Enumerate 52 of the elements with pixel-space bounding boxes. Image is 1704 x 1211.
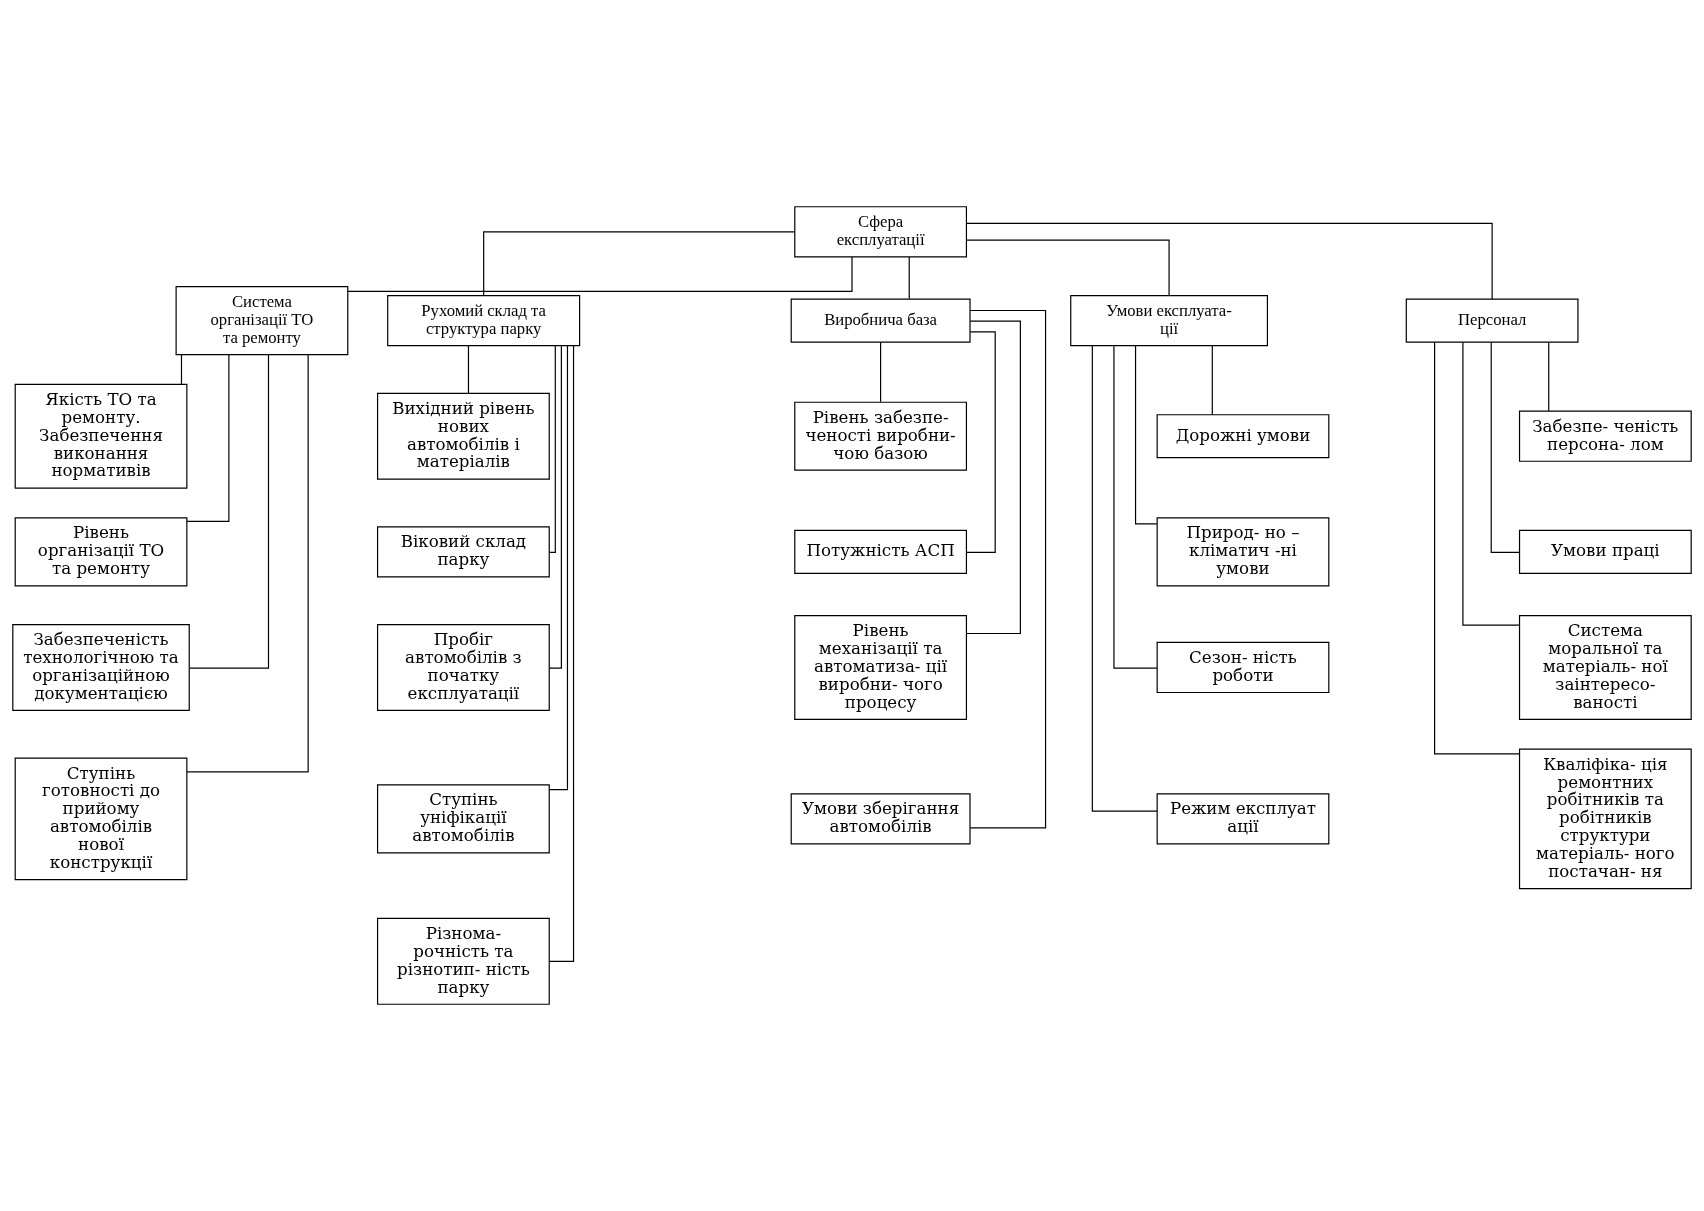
node-box: Режим експлуат ації — [1156, 793, 1330, 845]
node-box: Умови зберігання автомобілів — [790, 793, 971, 845]
connector — [186, 354, 309, 773]
node-box: Умови праці — [1518, 529, 1692, 574]
node-box: Якість ТО та ремонту. Забезпечення виконання нормативів — [14, 383, 188, 489]
node-box: Потужність АСП — [794, 529, 968, 574]
node-box: Кваліфіка- ція ремонтних робітників та робітників структури матеріаль- ного постачан- ня — [1518, 748, 1692, 890]
node-box: Рухомий склад та структура парку — [387, 294, 581, 347]
connector — [483, 231, 796, 296]
connector — [1113, 345, 1158, 669]
node-box: Дорожні умови — [1156, 414, 1330, 459]
connector — [1434, 341, 1521, 755]
connector — [347, 256, 853, 292]
connector — [966, 222, 1493, 300]
node-box: Різнома- рочність та різнотип- ність парку — [376, 917, 550, 1005]
connector — [1091, 345, 1158, 812]
connector — [880, 341, 882, 403]
node-box: Рівень механізації та автоматиза- ції виробни- чого процесу — [794, 615, 968, 720]
node-box: Рівень організації ТО та ремонту — [14, 517, 188, 587]
connector — [908, 256, 910, 300]
connector — [1548, 341, 1550, 412]
connector — [186, 354, 230, 523]
connector — [969, 309, 1047, 829]
node-box: Персонал — [1405, 298, 1579, 343]
node-box: Забезпеченість технологічною та організаційною документацією — [12, 623, 190, 711]
connector — [966, 331, 996, 554]
connector — [189, 354, 270, 669]
connector — [1462, 341, 1520, 626]
node-box: Віковий склад парку — [376, 526, 550, 578]
node-box: Система моральної та матеріаль- ної заінтересо- ваності — [1518, 615, 1692, 720]
node-box: Природ- но – кліматич -ні умови — [1156, 517, 1330, 587]
node-box: Умови експлуата- ції — [1070, 294, 1268, 347]
node-box: Пробіг автомобілів з початку експлуатації — [376, 623, 550, 711]
connector — [966, 320, 1021, 635]
node-box: Ступінь готовності до прийому автомобілів нової конструкції — [14, 757, 188, 881]
connector — [548, 345, 562, 669]
node-box: Сезон- ність роботи — [1156, 641, 1330, 694]
connector — [549, 345, 575, 962]
connector — [548, 345, 569, 791]
node-box: Ступінь уніфікації автомобілів — [376, 784, 550, 854]
node-box: Виробнича база — [790, 298, 971, 343]
connector — [966, 239, 1170, 296]
node-box: Забезпе- ченість персона- лом — [1518, 410, 1692, 462]
node-box: Сфера експлуатації — [794, 206, 968, 258]
connector — [180, 354, 183, 385]
connector — [1211, 345, 1213, 416]
connector — [1490, 341, 1521, 554]
node-box: Система організації ТО та ремонту — [175, 286, 349, 356]
node-box: Вихідний рівень нових автомобілів і матеріалів — [376, 392, 550, 480]
node-box: Рівень забезпе- ченості виробни- чою базою — [794, 401, 968, 471]
connector — [548, 345, 556, 554]
connector — [467, 345, 470, 394]
